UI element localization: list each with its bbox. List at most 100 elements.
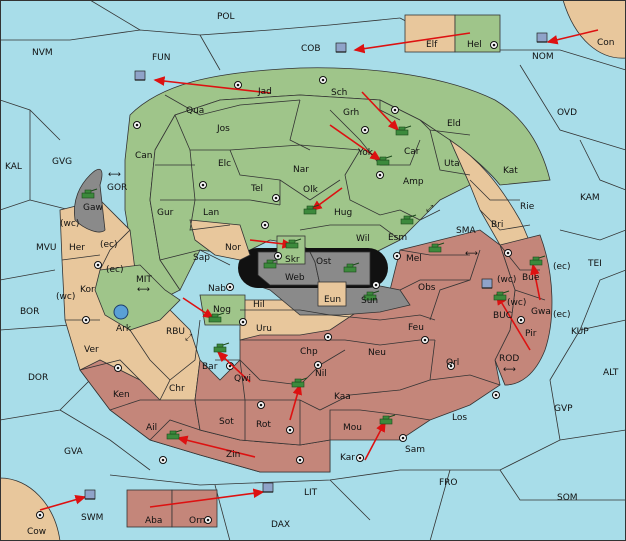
order-arrow xyxy=(149,488,265,508)
province-gaw[interactable] xyxy=(73,168,106,233)
label-ver: Ver xyxy=(84,345,99,355)
label-eun: Eun xyxy=(324,295,341,305)
order-arrow xyxy=(39,495,87,511)
label-neu: Neu xyxy=(368,348,386,358)
order-arrow xyxy=(289,383,302,421)
label-tel: Tel xyxy=(250,184,263,194)
fleet-icon xyxy=(134,70,146,81)
label-yok: Yok xyxy=(357,148,374,158)
move-arrows xyxy=(39,29,599,511)
label-sma: SMA xyxy=(456,226,476,236)
label-her: Her xyxy=(69,243,85,253)
label-con: Con xyxy=(597,38,615,48)
label-gvg: GVG xyxy=(52,157,72,167)
province-nor-area[interactable] xyxy=(189,219,251,261)
label-fro: FRO xyxy=(439,478,458,488)
label-gvp: GVP xyxy=(554,404,573,414)
label-esm: Esm xyxy=(388,233,407,243)
label-jos: Jos xyxy=(216,124,230,134)
label-chp: Chp xyxy=(300,347,318,357)
label-fun: FUN xyxy=(152,53,171,63)
label-chr: Chr xyxy=(169,384,185,394)
label-nab: Nab xyxy=(208,284,226,294)
label-nog: Nog xyxy=(213,305,231,315)
province-eun[interactable] xyxy=(317,281,347,307)
order-arrow xyxy=(530,263,541,301)
svg-text:⟷: ⟷ xyxy=(108,170,121,180)
label-ark: Ark xyxy=(116,324,132,334)
label-kat: Kat xyxy=(503,166,518,176)
label-bue: Bue xyxy=(522,273,540,283)
label-pir: Pir xyxy=(525,329,537,339)
label-uru: Uru xyxy=(256,324,272,334)
label-buc: BUC xyxy=(493,311,512,321)
label-bor: BOR xyxy=(20,307,39,317)
label-nil: Nil xyxy=(315,369,327,379)
supply-centers xyxy=(36,41,525,524)
label-sot: Sot xyxy=(219,417,234,427)
label-sch: Sch xyxy=(331,88,347,98)
label-can: Can xyxy=(135,151,153,161)
label-wc: (wc) xyxy=(507,298,526,308)
label-hug: Hug xyxy=(334,208,352,218)
fleet-icon xyxy=(84,489,96,500)
label-sam: Sam xyxy=(405,445,425,455)
label-ost: Ost xyxy=(316,257,332,267)
label-rot: Rot xyxy=(256,420,271,430)
label-skr: Skr xyxy=(285,255,300,265)
label-web: Web xyxy=(285,273,305,283)
order-arrow xyxy=(364,420,386,461)
neutral-unit-icon xyxy=(113,304,129,320)
order-arrow xyxy=(182,297,215,319)
label-nvm: NVM xyxy=(32,48,53,58)
fleet-icon xyxy=(536,32,548,43)
label-rod: ROD xyxy=(499,354,519,364)
label-wil: Wil xyxy=(356,234,370,244)
order-arrow xyxy=(329,124,382,161)
label-gor: GOR xyxy=(107,183,127,193)
label-ec: (ec) xyxy=(106,265,124,275)
label-car: Car xyxy=(404,147,420,157)
order-arrow xyxy=(353,32,471,54)
label-ec: (ec) xyxy=(553,262,571,272)
fleet-icon xyxy=(335,42,347,53)
label-gaw: Gaw xyxy=(83,203,103,213)
label-kar: Kar xyxy=(340,453,355,463)
label-uta: Uta xyxy=(444,159,460,169)
label-olk: Olk xyxy=(303,185,319,195)
label-kaa: Kaa xyxy=(334,392,351,402)
units xyxy=(81,32,548,500)
svg-text:⤢: ⤢ xyxy=(184,333,192,343)
province-aba[interactable] xyxy=(126,489,173,528)
label-mvu: MVU xyxy=(36,243,57,253)
label-orn: Orn xyxy=(189,516,205,526)
label-kal: KAL xyxy=(5,162,22,172)
label-tei: TEI xyxy=(587,259,602,269)
label-sun: Sun xyxy=(361,296,378,306)
label-cow: Cow xyxy=(27,527,46,537)
label-sap: Sap xyxy=(193,253,210,263)
fleet-icon xyxy=(262,482,274,493)
province-elf[interactable] xyxy=(404,14,456,53)
label-eld: Eld xyxy=(447,119,461,129)
label-orl: Orl xyxy=(446,358,459,368)
label-mit: MIT xyxy=(136,275,152,285)
label-amp: Amp xyxy=(403,177,424,187)
label-rie: Rie xyxy=(520,202,535,212)
order-arrow xyxy=(546,29,599,45)
label-bri: Bri xyxy=(491,220,503,230)
fleet-icon xyxy=(481,278,493,289)
label-mel: Mel xyxy=(406,254,422,264)
label-wc: (wc) xyxy=(497,275,516,285)
double-arrows: ⟷ ⟷ ⟷ ⟷ ⤢ ⤢ xyxy=(108,170,516,375)
label-swm: SWM xyxy=(81,513,103,523)
label-bar: Bar xyxy=(202,362,218,372)
label-gwa: Gwa xyxy=(531,307,551,317)
label-alt: ALT xyxy=(603,368,619,378)
svg-text:⟷: ⟷ xyxy=(137,285,150,295)
label-mou: Mou xyxy=(343,423,362,433)
label-feu: Feu xyxy=(408,323,424,333)
label-ec: (ec) xyxy=(100,240,118,250)
label-nor: Nor xyxy=(225,243,241,253)
